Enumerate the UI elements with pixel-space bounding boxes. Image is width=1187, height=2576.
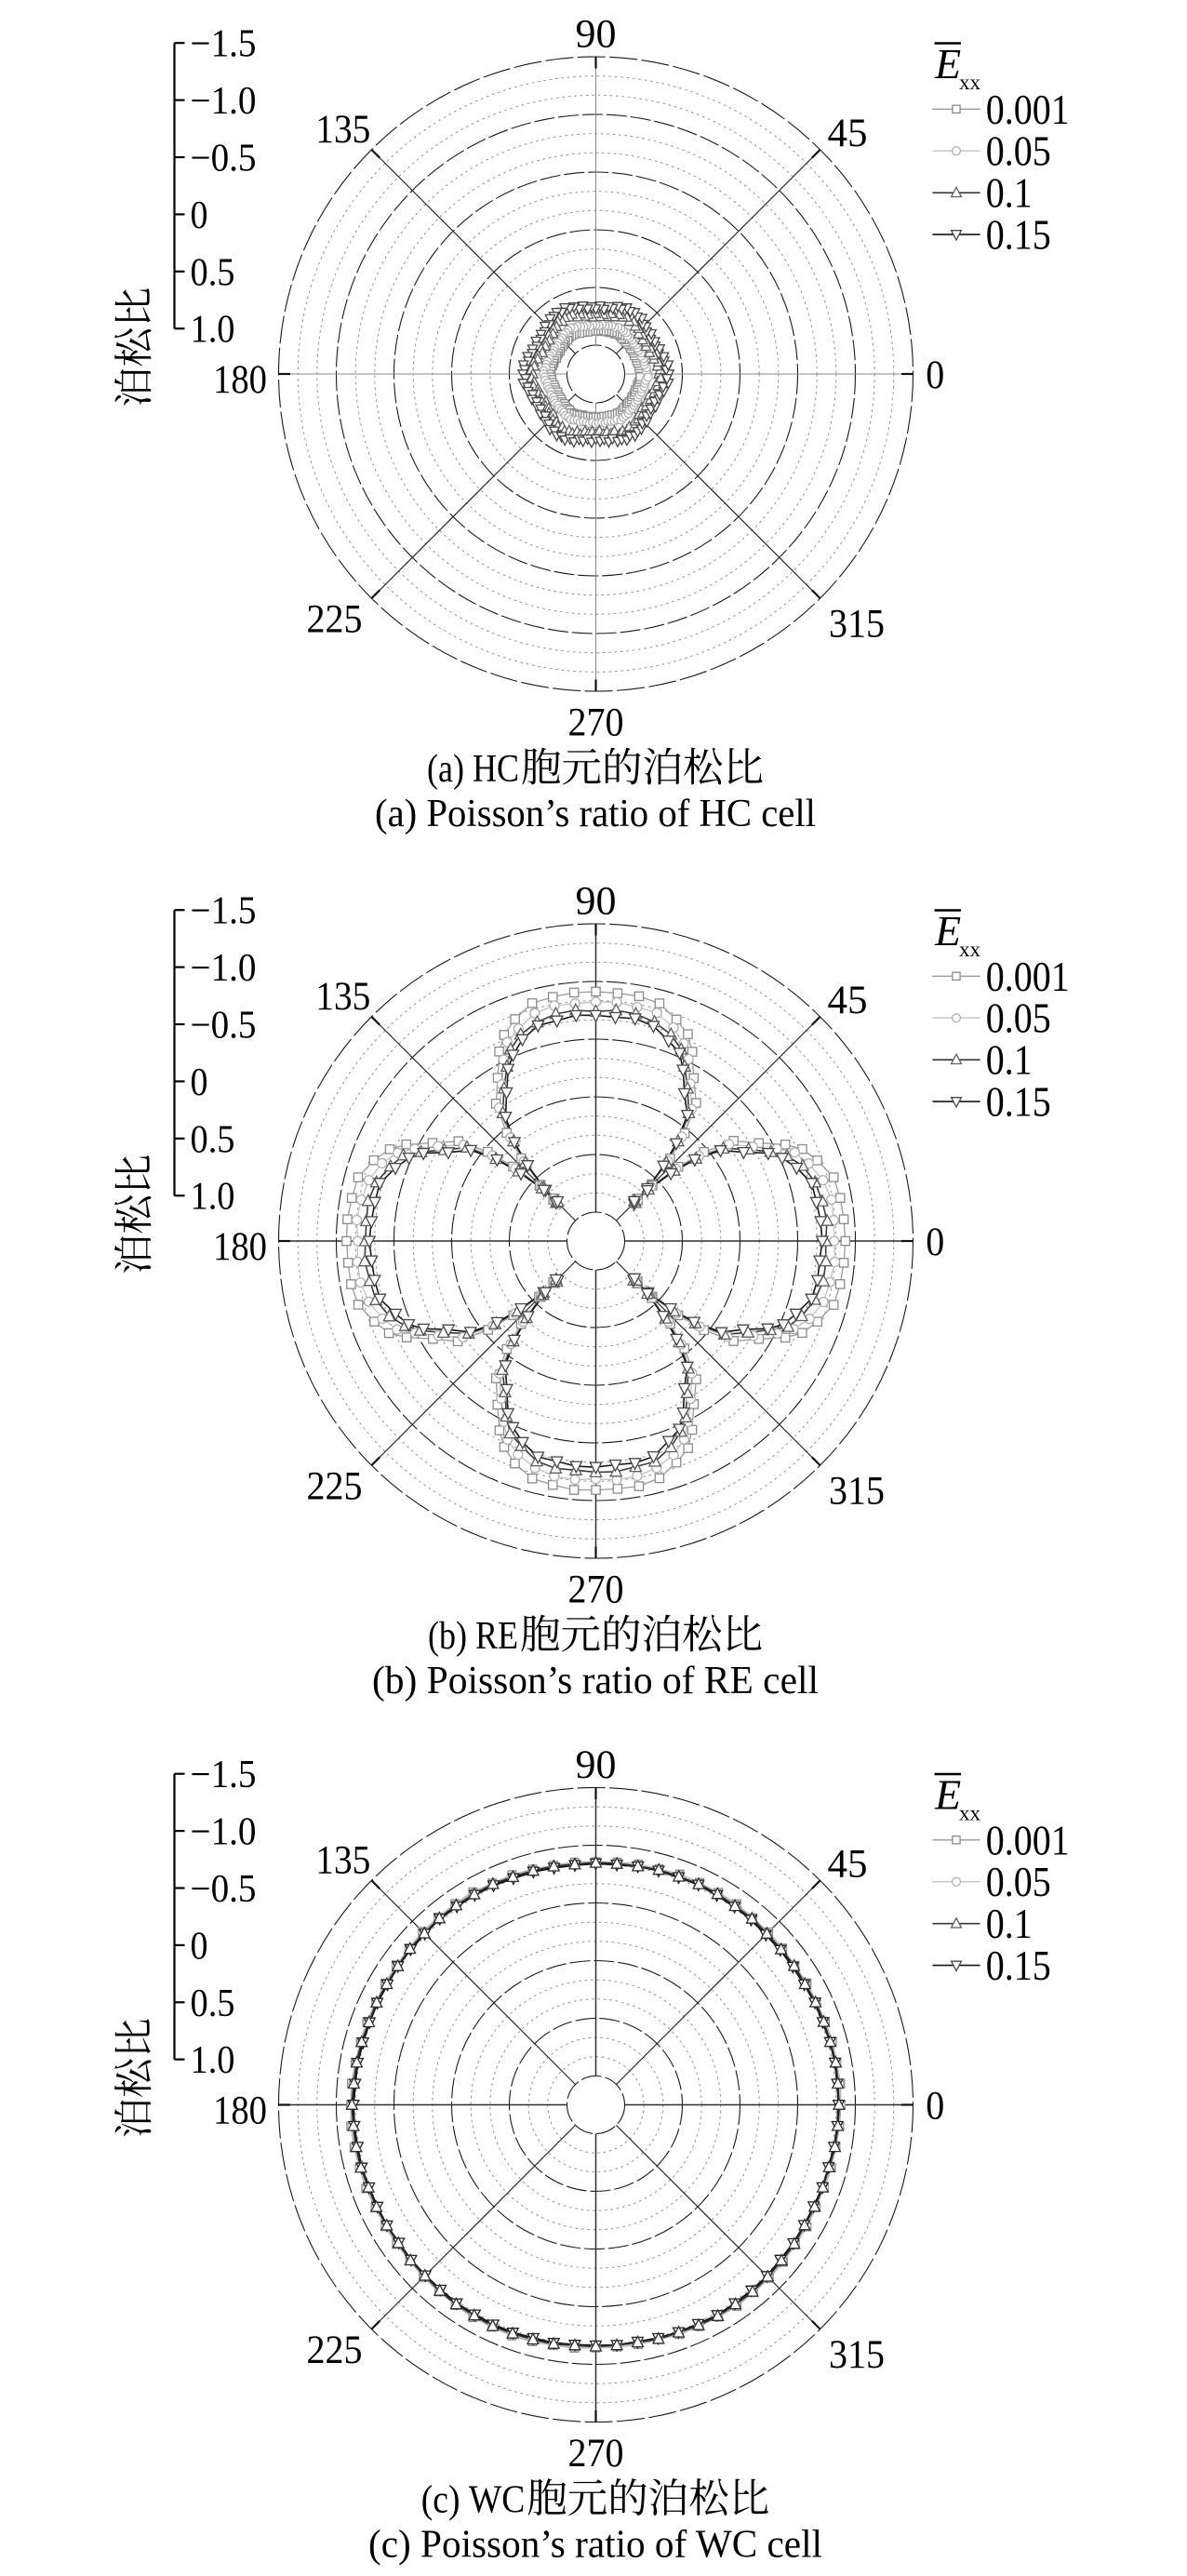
svg-text:xx: xx: [959, 1802, 981, 1825]
svg-text:0.001: 0.001: [986, 1817, 1070, 1863]
svg-text:0.05: 0.05: [986, 128, 1051, 175]
svg-text:0: 0: [926, 1221, 944, 1264]
svg-text:(b) Poisson’s ratio of RE cell: (b) Poisson’s ratio of RE cell: [372, 1660, 819, 1702]
svg-text:0: 0: [926, 2085, 944, 2129]
svg-text:0.001: 0.001: [986, 87, 1070, 133]
svg-text:−0.5: −0.5: [191, 1868, 257, 1911]
svg-text:45: 45: [828, 1842, 868, 1886]
svg-text:225: 225: [307, 1465, 363, 1509]
svg-text:0.5: 0.5: [191, 1118, 235, 1161]
svg-text:E: E: [934, 1771, 961, 1819]
svg-text:225: 225: [307, 2329, 363, 2372]
svg-text:1.0: 1.0: [191, 2039, 235, 2082]
svg-text:270: 270: [568, 701, 624, 745]
svg-text:0.05: 0.05: [986, 995, 1051, 1042]
svg-text:xx: xx: [959, 938, 981, 961]
svg-text:0.15: 0.15: [986, 212, 1051, 259]
svg-text:E: E: [934, 907, 961, 954]
svg-text:0: 0: [191, 194, 208, 237]
svg-text:135: 135: [315, 108, 370, 152]
svg-text:45: 45: [828, 112, 868, 155]
svg-text:270: 270: [568, 2432, 624, 2476]
svg-text:(c) WC: (c) WC: [421, 2479, 526, 2522]
svg-text:0.1: 0.1: [986, 170, 1033, 217]
svg-text:(a) Poisson’s ratio of HC cell: (a) Poisson’s ratio of HC cell: [375, 793, 816, 835]
svg-text:135: 135: [315, 975, 370, 1019]
svg-text:(c) Poisson’s ratio of WC cell: (c) Poisson’s ratio of WC cell: [368, 2524, 822, 2567]
svg-text:0.15: 0.15: [986, 1942, 1051, 1989]
svg-text:0: 0: [191, 1061, 208, 1104]
svg-text:(b) RE: (b) RE: [428, 1615, 518, 1658]
svg-text:315: 315: [829, 603, 885, 647]
svg-text:1.0: 1.0: [191, 1176, 235, 1219]
svg-text:90: 90: [576, 880, 617, 924]
svg-text:180: 180: [213, 1225, 267, 1269]
svg-text:0.1: 0.1: [986, 1037, 1033, 1084]
svg-text:−1.5: −1.5: [191, 1754, 257, 1796]
svg-text:0: 0: [926, 354, 944, 397]
svg-text:270: 270: [568, 1568, 624, 1612]
svg-text:0.15: 0.15: [986, 1079, 1051, 1126]
svg-text:1.0: 1.0: [191, 309, 235, 352]
svg-text:E: E: [934, 40, 961, 87]
svg-text:−1.5: −1.5: [191, 890, 257, 933]
svg-text:180: 180: [213, 358, 267, 402]
svg-text:90: 90: [576, 1743, 617, 1787]
svg-text:135: 135: [315, 1839, 370, 1883]
svg-text:90: 90: [576, 13, 617, 57]
svg-text:−0.5: −0.5: [191, 138, 257, 180]
svg-text:225: 225: [307, 598, 363, 642]
svg-text:−1.0: −1.0: [191, 1811, 257, 1854]
svg-text:−1.0: −1.0: [191, 80, 257, 123]
svg-text:0.001: 0.001: [986, 954, 1070, 1000]
svg-text:0.1: 0.1: [986, 1901, 1033, 1947]
svg-text:−0.5: −0.5: [191, 1005, 257, 1048]
svg-text:−1.5: −1.5: [191, 23, 257, 66]
svg-text:0.5: 0.5: [191, 1982, 235, 2025]
svg-text:315: 315: [829, 1470, 885, 1514]
svg-text:0: 0: [191, 1925, 208, 1968]
svg-text:xx: xx: [959, 71, 981, 94]
svg-text:−1.0: −1.0: [191, 947, 257, 990]
svg-text:315: 315: [829, 2333, 885, 2377]
svg-text:45: 45: [828, 979, 868, 1022]
svg-text:0.5: 0.5: [191, 251, 235, 294]
svg-text:180: 180: [213, 2089, 267, 2133]
svg-text:0.05: 0.05: [986, 1859, 1051, 1905]
svg-text:(a) HC: (a) HC: [427, 748, 519, 791]
